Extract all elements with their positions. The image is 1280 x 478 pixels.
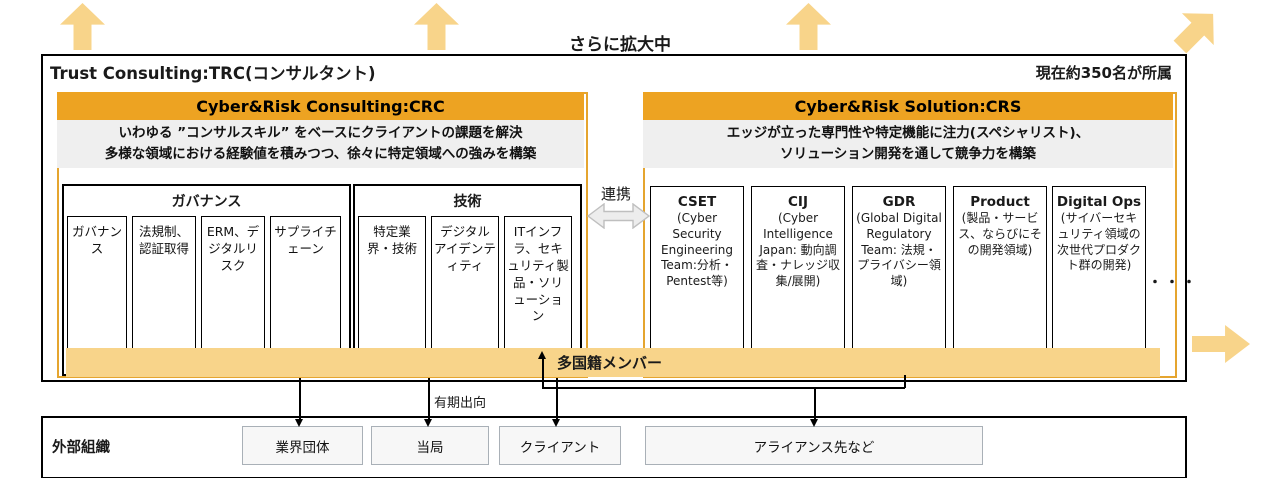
external-org-title: 外部組織 [52,440,110,456]
external-org-authorities: 当局 [371,426,489,465]
crc-technology-column: デジタルアイデンティティ [431,216,499,366]
crs-header: Cyber&Risk Solution:CRS [643,92,1173,120]
growth-up-arrow-icon [786,3,831,50]
arrowhead-down-icon [810,419,818,427]
crs-team-gdr: GDR (Global Digital Regulatory Team: 法規・… [852,186,946,360]
crs-team-digital-ops: Digital Ops (サイバーセキュリティ領域の次世代プロダクト群の開発) [1052,186,1146,360]
headcount-label: 現在約350名が所属 [1035,64,1172,82]
crc-governance-group-title: ガバナンス [171,194,242,210]
arrowhead-down-icon [424,419,432,427]
crc-subtitle-line1: いわゆる ”コンサルスキル” をベースにクライアントの課題を解決 [118,125,523,142]
crs-team-desc: (Global Digital Regulatory Team: 法規・プライバ… [856,211,942,289]
crc-technology-group-title: 技術 [453,194,482,210]
crs-subtitle-line1: エッジが立った専門性や特定機能に注力(スペシャリスト)、 [726,125,1090,142]
link-label: 連携 [600,185,631,203]
crs-team-desc: (Cyber Security Engineering Team:分析・Pent… [661,211,733,289]
crs-team-name: GDR [882,194,916,210]
crs-team-name: CIJ [788,194,808,210]
trc-title: Trust Consulting:TRC(コンサルタント) [50,64,376,83]
connector-line [299,378,301,420]
both-ways-arrow-icon [587,203,650,229]
crs-team-desc: (サイバーセキュリティ領域の次世代プロダクト群の開発) [1056,211,1141,273]
external-org-alliances: アライアンス先など [645,426,983,465]
crc-technology-column: 特定業界・技術 [358,216,426,366]
crs-team-cset: CSET (Cyber Security Engineering Team:分析… [650,186,744,360]
arrowhead-down-icon [552,419,560,427]
growth-up-arrow-icon [414,3,459,50]
crs-team-product: Product (製品・サービス、ならびにその開発領域) [953,186,1047,360]
crs-team-cij: CIJ (Cyber Intelligence Japan: 動向調査・ナレッジ… [751,186,845,360]
connector-line [904,375,906,388]
multinational-band [66,348,1160,377]
more-teams-ellipsis: ・・・ [1148,275,1199,291]
arrowhead-down-icon [295,419,303,427]
connector-line [428,378,430,420]
crc-governance-column: サプライチェーン [270,216,341,366]
crs-subtitle-line2: ソリューション開発を通して競争力を構築 [780,146,1036,162]
connector-line [556,378,558,420]
arrowhead-up-icon [538,351,546,359]
expansion-right-arrow-icon [1192,325,1250,363]
external-org-clients: クライアント [499,426,621,465]
crc-subtitle-line2: 多様な領域における経験値を積みつつ、徐々に特定領域への強みを構築 [104,146,537,162]
connector-line [542,358,544,388]
connector-line [542,387,905,389]
crs-team-desc: (製品・サービス、ならびにその開発領域) [958,211,1042,257]
crc-governance-column: 法規制、認証取得 [132,216,196,366]
growth-up-arrow-icon [60,3,105,50]
multinational-band-label: 多国籍メンバー [557,354,663,372]
connector-line [814,388,816,420]
crs-team-name: Product [970,194,1030,210]
secondment-label: 有期出向 [434,396,487,411]
crs-team-desc: (Cyber Intelligence Japan: 動向調査・ナレッジ収集/展… [755,211,840,289]
crc-subtitle: いわゆる ”コンサルスキル” をベースにクライアントの課題を解決 多様な領域にお… [57,120,584,168]
crc-governance-column: ERM、デジタルリスク [201,216,265,366]
crs-subtitle: エッジが立った専門性や特定機能に注力(スペシャリスト)、 ソリューション開発を通… [643,120,1173,168]
expansion-caption: さらに拡大中 [569,35,671,55]
crc-header: Cyber&Risk Consulting:CRC [57,92,584,120]
crs-team-name: Digital Ops [1056,194,1142,210]
crc-governance-column: ガバナンス [67,216,127,366]
external-org-industry-groups: 業界団体 [242,426,363,465]
crs-team-name: CSET [677,194,717,210]
crc-technology-column: ITインフラ、セキュリティ製品・ソリューション [504,216,572,366]
